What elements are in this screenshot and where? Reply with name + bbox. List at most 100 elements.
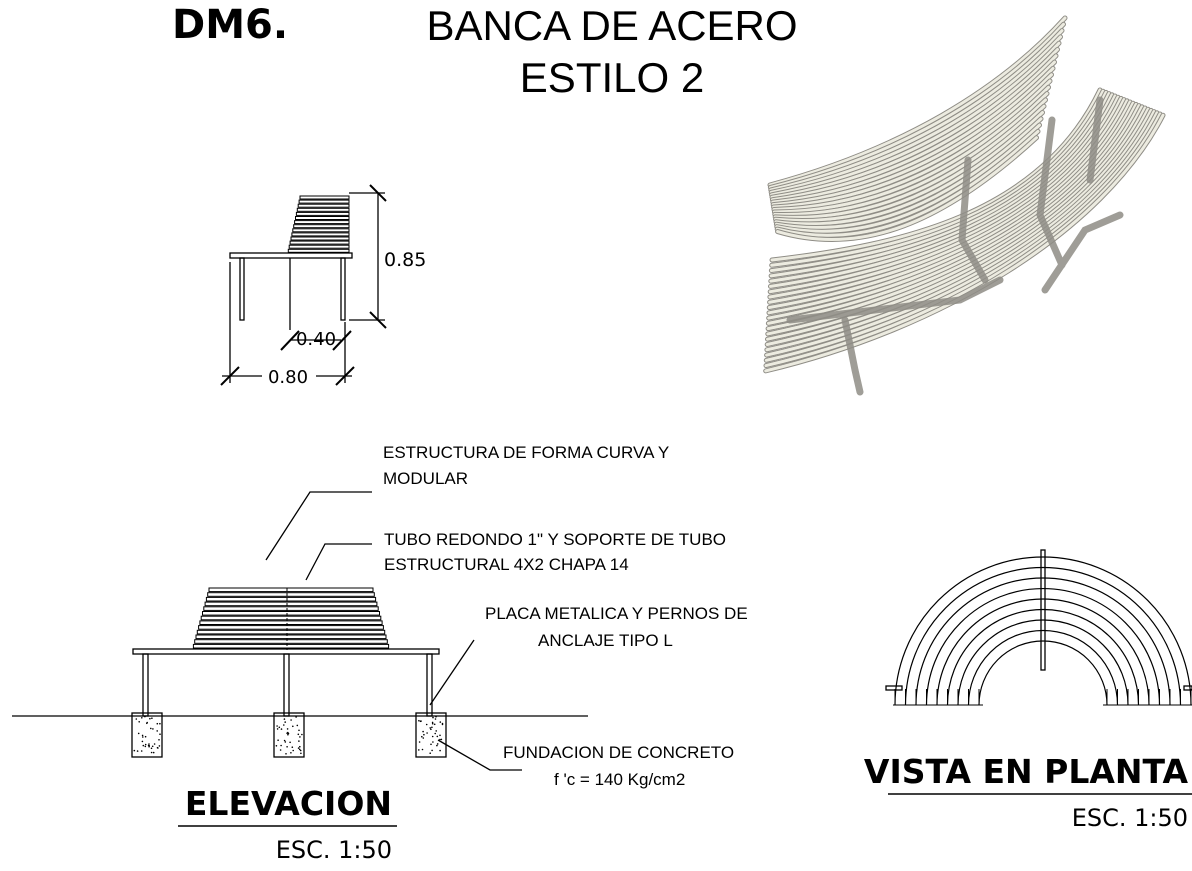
- render-support: [1086, 96, 1104, 184]
- footing: [273, 712, 305, 758]
- leader-structure: [265, 491, 372, 561]
- render-tube: [772, 73, 1053, 209]
- footing-aggregate: [290, 752, 292, 754]
- footing-aggregate: [439, 738, 441, 741]
- render-support: [958, 156, 989, 284]
- render-tube: [765, 108, 1153, 352]
- footing-aggregate: [283, 724, 285, 726]
- section-slat: [294, 220, 350, 225]
- elevation-backrest: [192, 587, 390, 649]
- section-slat: [291, 232, 350, 237]
- render-tube: [774, 111, 1044, 226]
- footing-aggregate: [159, 733, 161, 735]
- dim-seat-label: 0.40: [296, 329, 336, 350]
- elevation-slat: [196, 629, 386, 635]
- footing-aggregate: [430, 743, 432, 746]
- footing-aggregate: [441, 723, 444, 726]
- footing-aggregate: [280, 744, 282, 747]
- render-frame: [786, 276, 1004, 324]
- render-tube: [775, 123, 1041, 233]
- render-tube: [772, 85, 1050, 214]
- elevation-slat: [208, 587, 374, 593]
- section-slat: [289, 240, 350, 245]
- plan-arc: [904, 566, 1182, 706]
- footing-aggregate: [432, 741, 434, 743]
- footing-aggregate: [430, 728, 432, 731]
- render-tube: [771, 66, 1055, 207]
- elevation-slat: [195, 634, 387, 640]
- footing-aggregate: [422, 737, 425, 739]
- render-tube: [769, 29, 1064, 192]
- dim-width-label: 0.80: [268, 367, 308, 388]
- footing-aggregate: [141, 740, 144, 743]
- footing-aggregate: [421, 748, 424, 751]
- note-plate-1: PLACA METALICA Y PERNOS DE: [485, 604, 748, 623]
- footing-aggregate: [296, 724, 299, 727]
- footing-aggregate: [156, 746, 159, 749]
- render-tube: [765, 107, 1150, 346]
- plan-scale: ESC. 1:50: [1072, 804, 1188, 832]
- plan-arc: [967, 629, 1119, 706]
- footing-aggregate: [158, 745, 161, 747]
- plan-title: VISTA EN PLANTA: [864, 752, 1189, 791]
- footing-aggregate: [299, 745, 301, 748]
- render-support-shadows: [786, 96, 1124, 396]
- footing-aggregate: [291, 746, 294, 748]
- render-tube: [767, 100, 1132, 315]
- footing-aggregate: [292, 725, 294, 728]
- footing-aggregate: [137, 732, 140, 735]
- footing-aggregate: [286, 728, 289, 730]
- footing-aggregate: [434, 732, 437, 735]
- elevation-slat: [192, 643, 390, 649]
- footing-aggregate: [136, 750, 139, 752]
- section-backrest: [287, 195, 350, 253]
- footing-aggregate: [142, 744, 145, 747]
- footing-aggregate: [276, 728, 279, 730]
- render-tube: [766, 102, 1138, 325]
- elevation-slat: [207, 592, 375, 597]
- plan-arc: [915, 577, 1171, 706]
- plan-center-support: [1040, 549, 1046, 671]
- footing-aggregate: [431, 726, 433, 729]
- section-slat: [297, 203, 350, 208]
- footing-aggregate: [300, 752, 302, 755]
- footing-aggregate: [299, 749, 302, 752]
- section-view: 0.85 0.40 0.80: [220, 184, 426, 388]
- dim-tick: [369, 311, 387, 329]
- footing-aggregate: [422, 730, 424, 733]
- footing-aggregate: [287, 733, 289, 736]
- render-tube: [767, 99, 1129, 310]
- footing-aggregate: [276, 725, 278, 727]
- footing-aggregate: [423, 733, 425, 736]
- render-tube: [774, 117, 1043, 230]
- footing-aggregate: [418, 749, 420, 751]
- render-tube: [768, 22, 1065, 189]
- leader-tube: [305, 543, 372, 581]
- footing-aggregate: [436, 735, 439, 738]
- footing-aggregate: [439, 749, 441, 752]
- footing-aggregate: [146, 721, 148, 724]
- title-line-1: BANCA DE ACERO: [426, 2, 797, 49]
- footing-aggregate: [287, 732, 290, 735]
- elevation-seat: [132, 648, 440, 655]
- footing-aggregate: [156, 730, 158, 732]
- footing-aggregate: [285, 753, 287, 755]
- plan-support-right: [1183, 685, 1192, 691]
- plan-slat-ends: [893, 689, 1192, 706]
- footing-aggregate: [283, 718, 286, 720]
- render-tube: [764, 113, 1165, 373]
- footing-aggregate: [140, 750, 143, 752]
- note-foundation-1: FUNDACION DE CONCRETO: [503, 743, 734, 762]
- leader-plate: [429, 639, 475, 706]
- section-leg-back: [340, 257, 346, 321]
- section-slat: [296, 207, 350, 212]
- render-tube: [768, 95, 1120, 294]
- footing-aggregate: [151, 745, 154, 748]
- plan-arc: [957, 619, 1129, 706]
- footing-aggregate: [421, 735, 423, 738]
- render-leg: [841, 316, 864, 396]
- render-tube: [768, 16, 1067, 187]
- plan-arcs: [894, 556, 1192, 706]
- section-seat: [229, 252, 353, 259]
